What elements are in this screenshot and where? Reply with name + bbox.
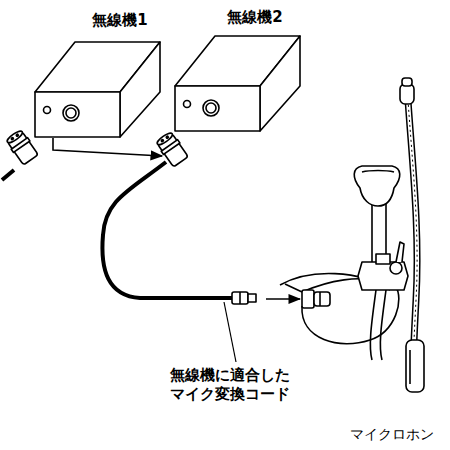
connect-arrow [266, 298, 300, 300]
cord-label: 無線機に適合した マイク変換コード [168, 366, 293, 404]
radio-1 [35, 42, 160, 137]
part-label: マイクロホン [350, 426, 434, 444]
radio-2 [175, 36, 300, 131]
radio-box: 無線機2 [162, 2, 302, 162]
plug-radio-2 [102, 131, 256, 304]
move-arrow [53, 138, 162, 156]
device-label: 無線機1 [80, 11, 160, 30]
leader-line [224, 302, 236, 362]
microphone [280, 78, 424, 392]
radio-box: 無線機1 [35, 5, 160, 138]
plug-left [2, 129, 39, 180]
device-label: 無線機2 [215, 8, 295, 27]
